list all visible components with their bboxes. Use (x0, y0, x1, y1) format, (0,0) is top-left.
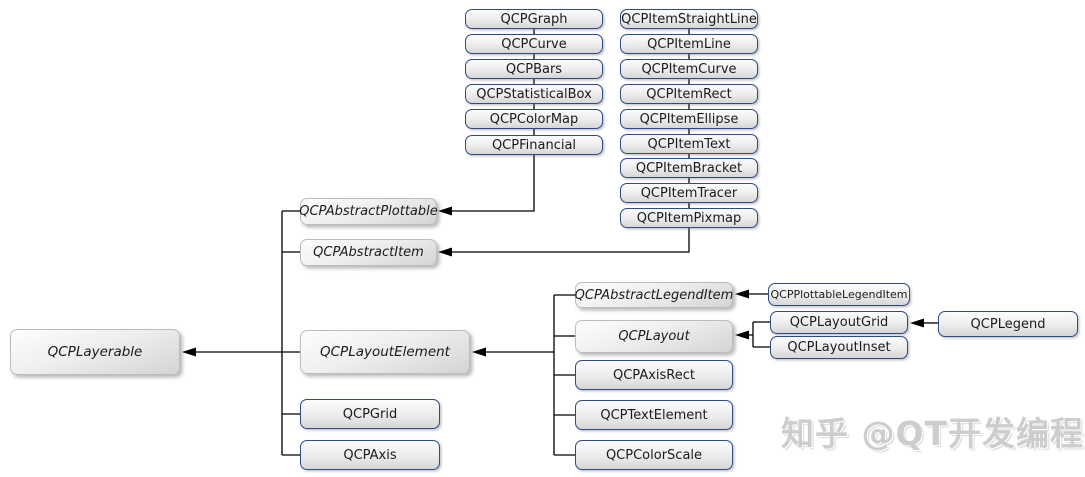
node-qcpitembracket: QCPItemBracket (620, 158, 758, 178)
node-qcplayoutelement: QCPLayoutElement (300, 330, 470, 374)
node-label: QCPAbstractItem (313, 245, 424, 260)
node-label: QCPLegend (970, 316, 1046, 332)
node-qcpabstractplottable: QCPAbstractPlottable (299, 198, 438, 225)
node-label: QCPPlottableLegendItem (770, 288, 908, 301)
node-label: QCPAbstractPlottable (299, 204, 438, 219)
node-label: QCPLayoutGrid (789, 315, 889, 330)
node-label: QCPItemBracket (635, 160, 743, 176)
node-qcpitemcurve: QCPItemCurve (620, 59, 758, 79)
node-label: QCPItemTracer (640, 185, 738, 201)
node-label: QCPItemPixmap (636, 210, 742, 226)
edge-layout-branch (749, 321, 770, 348)
node-label: QCPLayoutInset (787, 340, 891, 355)
node-qcpabstractlegenditem: QCPAbstractLegendItem (575, 282, 733, 308)
node-qcpstatisticalbox: QCPStatisticalBox (465, 84, 603, 104)
node-qcpfinancial: QCPFinancial (465, 135, 603, 155)
inheritance-arrow-icon (735, 289, 749, 299)
inheritance-arrow-icon (438, 206, 452, 216)
inheritance-arrow-icon (438, 247, 452, 257)
node-qcpgrid: QCPGrid (300, 399, 440, 429)
node-label: QCPItemRect (646, 86, 732, 102)
node-qcpitemrect: QCPItemRect (620, 84, 758, 104)
node-qcpaxisrect: QCPAxisRect (575, 360, 733, 390)
node-label: QCPColorScale (605, 447, 703, 463)
node-label: QCPItemText (647, 136, 731, 152)
node-label: QCPItemStraightLine (621, 11, 757, 27)
node-label: QCPStatisticalBox (476, 86, 592, 102)
node-label: QCPTextElement (600, 407, 708, 423)
node-qcplayoutgrid: QCPLayoutGrid (770, 311, 908, 334)
node-qcpabstractitem: QCPAbstractItem (300, 239, 437, 266)
node-label: QCPAxisRect (613, 367, 695, 383)
node-label: QCPAxis (343, 447, 397, 463)
node-qcpcolormap: QCPColorMap (465, 109, 603, 129)
node-label: QCPLayerable (47, 344, 143, 360)
node-label: QCPLayout (618, 329, 690, 344)
node-label: QCPItemCurve (641, 61, 737, 77)
node-qcptextelement: QCPTextElement (575, 400, 733, 430)
node-label: QCPItemEllipse (639, 111, 739, 127)
node-qcpitemellipse: QCPItemEllipse (620, 109, 758, 129)
node-qcpaxis: QCPAxis (300, 440, 440, 470)
inheritance-arrow-icon (735, 330, 749, 340)
node-qcpitemstraightline: QCPItemStraightLine (620, 9, 758, 29)
node-qcpcolorscale: QCPColorScale (575, 440, 733, 470)
zhihu-watermark: 知乎 @QT开发编程 (781, 414, 1085, 453)
edge-plottables-to-abstractplottable (452, 19, 535, 212)
node-label: QCPColorMap (489, 111, 579, 127)
inheritance-arrow-icon (472, 347, 486, 357)
node-qcpitemline: QCPItemLine (620, 34, 758, 54)
node-qcplayerable: QCPLayerable (10, 329, 180, 375)
node-qcpgraph: QCPGraph (465, 9, 603, 29)
node-qcpcurve: QCPCurve (465, 34, 603, 54)
node-qcpitemtracer: QCPItemTracer (620, 183, 758, 203)
node-qcpitemtext: QCPItemText (620, 134, 758, 154)
node-label: QCPLayoutElement (320, 344, 450, 360)
node-label: QCPGrid (342, 406, 398, 422)
node-qcpplottablelegenditem: QCPPlottableLegendItem (768, 283, 910, 306)
node-label: QCPItemLine (647, 36, 731, 52)
edge-left-trunk (196, 210, 300, 456)
node-qcpbars: QCPBars (465, 59, 603, 79)
node-label: QCPCurve (501, 36, 567, 52)
edge-right-trunk (486, 294, 575, 456)
node-label: QCPAbstractLegendItem (574, 287, 734, 303)
inheritance-arrow-icon (182, 347, 196, 357)
node-qcplegend: QCPLegend (938, 311, 1078, 337)
node-label: QCPGraph (500, 11, 568, 27)
node-label: QCPFinancial (491, 137, 577, 153)
node-label: QCPBars (505, 61, 563, 77)
node-qcpitempixmap: QCPItemPixmap (620, 208, 758, 228)
node-qcplayoutinset: QCPLayoutInset (770, 336, 908, 359)
node-qcplayout: QCPLayout (575, 320, 733, 353)
inheritance-arrow-icon (910, 318, 924, 328)
